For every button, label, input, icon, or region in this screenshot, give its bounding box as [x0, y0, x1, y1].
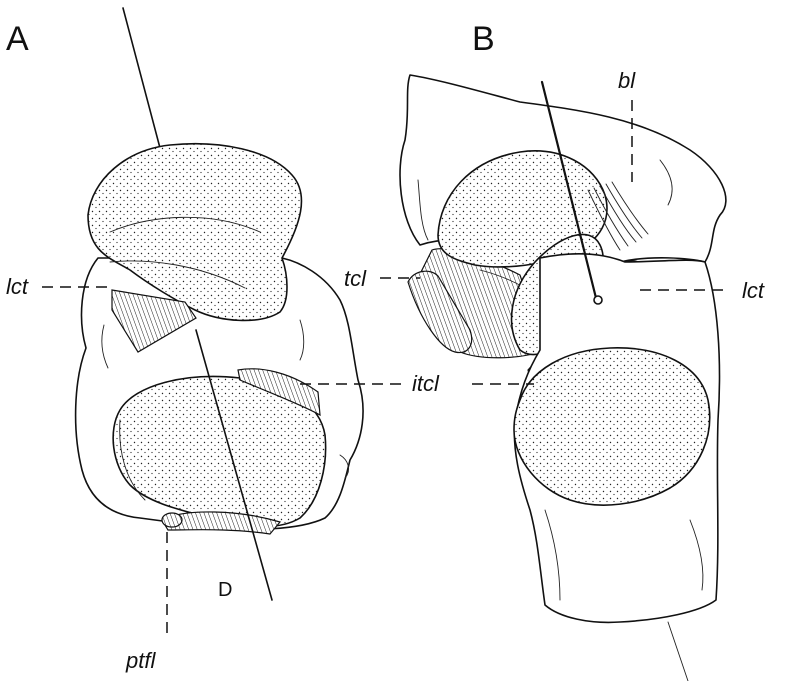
panel-a-letter: A [6, 20, 29, 58]
probe-tip [594, 296, 602, 304]
panel-b-letter: B [472, 20, 495, 58]
label-lct-b: lct [742, 278, 765, 303]
label-tcl: tcl [344, 266, 367, 291]
label-lct-a: lct [6, 274, 29, 299]
ptfl-insertion [162, 513, 182, 527]
label-itcl: itcl [412, 371, 440, 396]
panel-a: A lct itcl ptfl D [6, 8, 440, 673]
axis-line-upper [123, 8, 160, 148]
panel-b: B [344, 20, 765, 681]
lower-articular-surface-b [514, 348, 710, 505]
label-D: D [218, 579, 232, 601]
label-ptfl: ptfl [125, 648, 156, 673]
lower-bone-axis [668, 622, 688, 681]
label-bl: bl [618, 68, 636, 93]
